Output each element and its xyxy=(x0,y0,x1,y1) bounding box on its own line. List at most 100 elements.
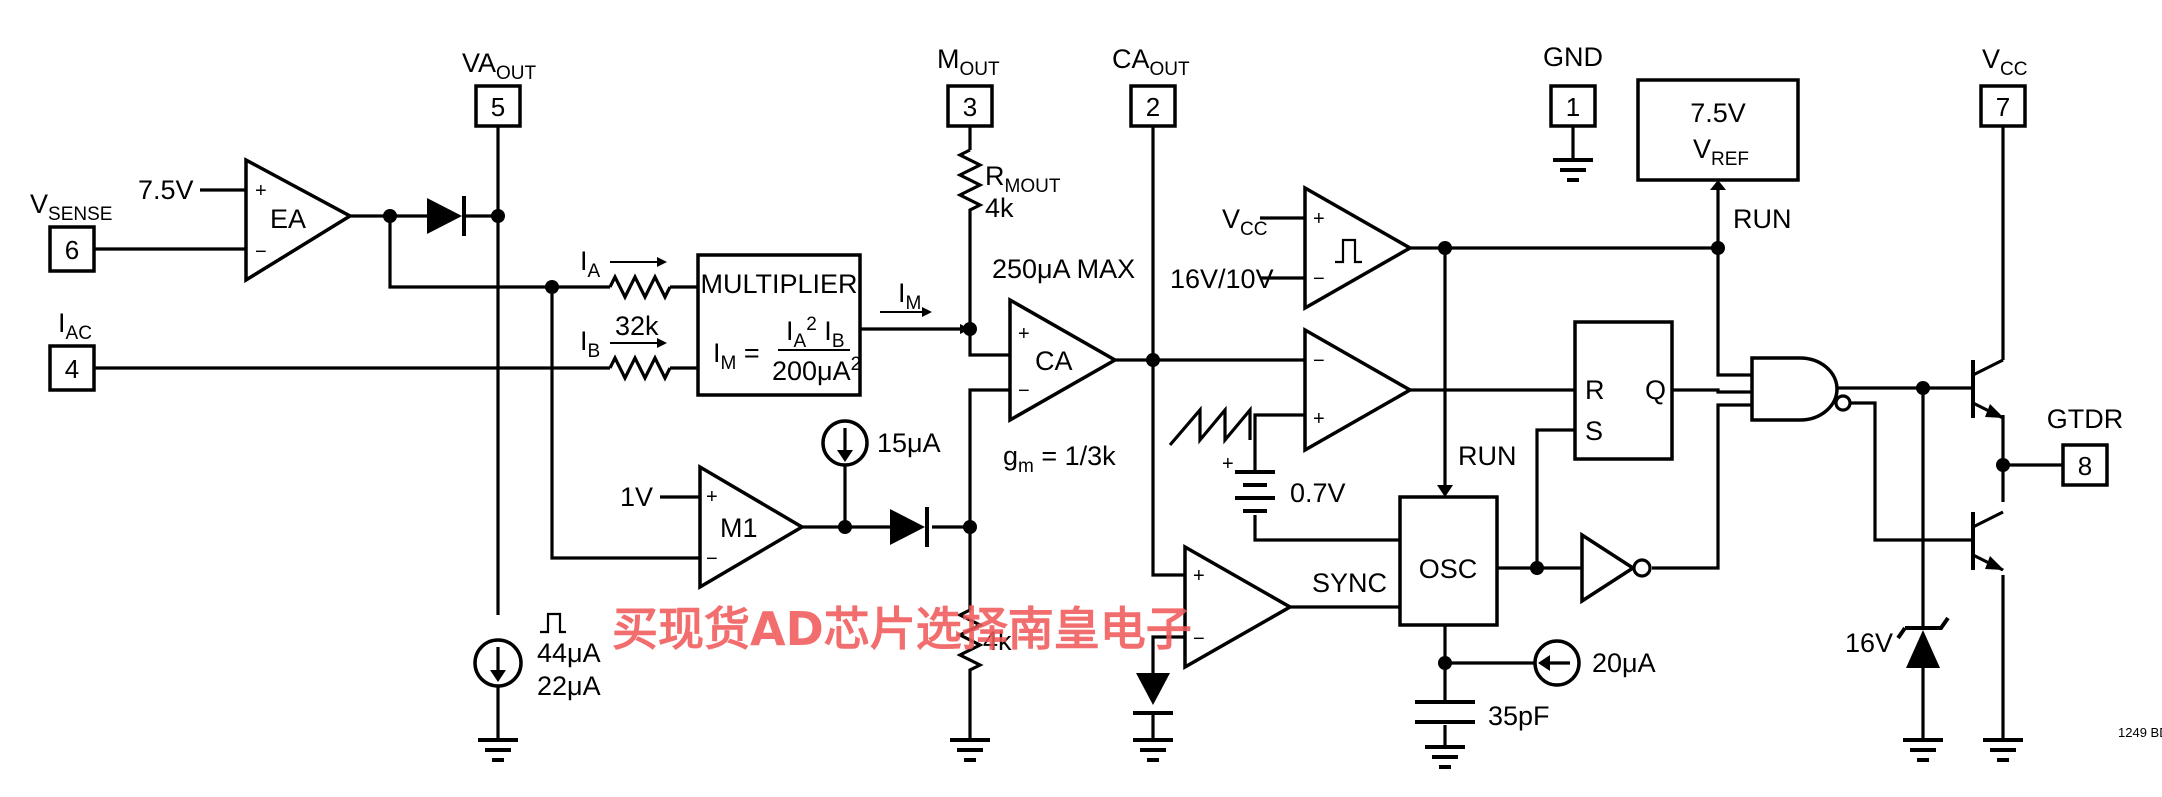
ea-minus: − xyxy=(255,241,267,263)
wire-nand-inv xyxy=(1850,401,1973,542)
current-source-20ua: 20μA xyxy=(1533,639,1656,687)
m1-ref-label: 1V xyxy=(620,482,653,512)
current-source-15ua: 15μA xyxy=(821,419,941,467)
pin-iac-number: 4 xyxy=(65,354,79,384)
c35-label: 35pF xyxy=(1488,701,1550,731)
oscillator-block: OSC xyxy=(1398,495,1499,627)
r32k-label: 32k xyxy=(615,311,659,341)
im-label: IM xyxy=(898,278,921,314)
zener-diode-icon: 16V xyxy=(1845,616,1950,668)
current-amplifier: + − CA 250μA MAX gm = 1/3k xyxy=(992,254,1135,477)
pin-gnd-label: GND xyxy=(1543,42,1603,72)
arrow-up-icon xyxy=(1710,180,1726,190)
watermark-text: 买现货AD芯片选择南皇电子 xyxy=(612,602,1192,656)
gm-label: gm = 1/3k xyxy=(1003,441,1116,477)
ground-icon xyxy=(1983,738,2023,762)
wire-run-nand xyxy=(1716,248,1752,377)
i44-label: 44μA xyxy=(537,638,601,668)
junction-dot xyxy=(383,209,397,223)
uv-vcc-label: VCC xyxy=(1222,204,1267,240)
diode-icon xyxy=(427,196,466,236)
multiplier-title: MULTIPLIER xyxy=(700,269,857,299)
wires xyxy=(94,125,2063,745)
wire-inv-out xyxy=(1652,403,1752,570)
m1-amplifier: + − M1 1V xyxy=(620,463,806,591)
junction-dot xyxy=(1146,353,1160,367)
pin-vsense-number: 6 xyxy=(65,235,79,265)
run-mid-label: RUN xyxy=(1458,441,1517,471)
wire-ca-minus xyxy=(968,388,1010,530)
resistor-ia xyxy=(608,273,672,301)
wire-batt-osc xyxy=(1253,515,1400,542)
pin-vaout-number: 5 xyxy=(491,92,505,122)
wire-q-out xyxy=(1672,388,1752,394)
junction-dot xyxy=(1530,561,1544,575)
junction-dot xyxy=(1438,656,1452,670)
pin-iac: 4 IAC xyxy=(48,308,96,392)
resistor-rmout: RMOUT 4k xyxy=(956,148,1061,223)
multiplier-block: MULTIPLIER IM = IA2 IB 200μA2 xyxy=(696,253,862,397)
junction-dot xyxy=(491,209,505,223)
arrow-down-icon xyxy=(490,670,506,682)
ea-ref-label: 7.5V xyxy=(138,175,194,205)
pwm-comparator: − + xyxy=(1303,326,1414,454)
pin-vcc-label: VCC xyxy=(1982,44,2027,80)
rmout-label: RMOUT xyxy=(985,161,1061,197)
sync-comparator: + − xyxy=(1183,543,1294,671)
ff-q-label: Q xyxy=(1645,375,1666,405)
pin-vaout-label: VAOUT xyxy=(462,48,537,84)
ground-icon xyxy=(1133,673,1173,762)
ground-icons xyxy=(478,738,2023,762)
multiplier-lhs: IM = xyxy=(713,338,760,374)
ca-plus: + xyxy=(1018,323,1030,345)
ca-label: CA xyxy=(1035,346,1073,376)
pin-vsense-label: VSENSE xyxy=(30,189,112,225)
pin-gnd-number: 1 xyxy=(1566,92,1580,122)
zener-label: 16V xyxy=(1845,628,1893,658)
ia-ib-labels: IA 32k IB xyxy=(580,246,667,362)
pin-vsense: 6 VSENSE xyxy=(30,189,112,273)
pin-mout-label: MOUT xyxy=(937,44,1000,80)
wire-caout xyxy=(1151,125,1185,577)
ia-label: IA xyxy=(580,246,601,282)
diode-icon xyxy=(890,507,929,547)
pin-vcc-number: 7 xyxy=(1996,92,2010,122)
hysteresis-icon xyxy=(1335,238,1362,264)
i20-label: 20μA xyxy=(1592,648,1656,678)
current-source-44ua: 44μA 22μA xyxy=(473,612,601,701)
vref-block: 7.5V VREF RUN xyxy=(1636,78,1800,234)
pin-caout: 2 CAOUT xyxy=(1112,44,1190,128)
capacitor-35pf: 35pF xyxy=(1415,700,1550,769)
pin-mout-number: 3 xyxy=(963,92,977,122)
hysteresis-icon xyxy=(540,612,566,634)
pin-gtdr: 8 GTDR xyxy=(2047,404,2123,487)
im-label-group: IM xyxy=(880,278,970,334)
figure-code: 1249 BD xyxy=(2118,725,2162,740)
v07-label: 0.7V xyxy=(1290,478,1346,508)
battery-0-7v: + 0.7V xyxy=(1222,453,1346,513)
arrow-down-icon xyxy=(1437,485,1453,497)
junction-dot xyxy=(545,280,559,294)
ca-max-label: 250μA MAX xyxy=(992,254,1135,284)
uv-minus: − xyxy=(1313,268,1325,290)
uvlo-comparator: + − VCC 16V/10V xyxy=(1170,184,1414,312)
wire-osc-to-s xyxy=(1535,428,1575,568)
i15-label: 15μA xyxy=(877,428,941,458)
vref-line1: 7.5V xyxy=(1690,98,1746,128)
junction-dot xyxy=(1438,241,1452,255)
rmout-value: 4k xyxy=(985,193,1014,223)
junction-dot xyxy=(838,520,852,534)
m1-minus: − xyxy=(706,548,718,570)
junction-dot xyxy=(1996,458,2010,472)
uv-threshold-label: 16V/10V xyxy=(1170,264,1274,294)
error-amplifier: + − EA 7.5V xyxy=(138,157,354,284)
i22-label: 22μA xyxy=(537,671,601,701)
pin-caout-number: 2 xyxy=(1146,92,1160,122)
multiplier-denominator: 200μA2 xyxy=(772,354,861,386)
resistor-ib xyxy=(608,354,672,382)
multiplier-numerator: IA2 IB xyxy=(786,314,845,352)
resistor-4k-bottom: 4k xyxy=(956,608,1012,680)
pin-iac-label: IAC xyxy=(58,308,92,344)
junction-dot xyxy=(963,520,977,534)
pin-caout-label: CAOUT xyxy=(1112,44,1190,80)
